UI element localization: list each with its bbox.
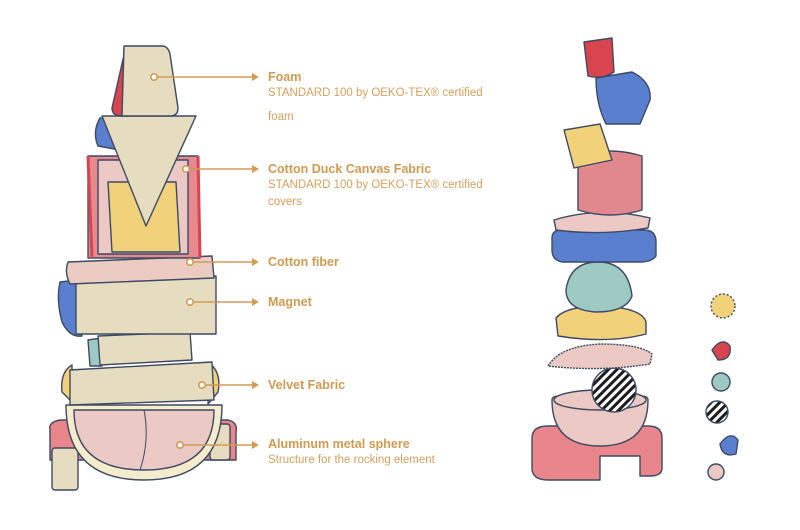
callout-title: Cotton Duck Canvas Fabric <box>268 162 432 176</box>
swatch-light-pink[interactable] <box>707 463 725 481</box>
swatch-teal[interactable] <box>711 372 731 392</box>
callout-desc: covers <box>268 196 302 208</box>
sphere-bowl <box>65 404 223 481</box>
callout-sphere: Aluminum metal sphere Structure for the … <box>268 436 435 469</box>
callout-title: Foam <box>268 70 302 84</box>
callout-title: Velvet Fabric <box>268 378 346 392</box>
tower-blue-cushion <box>551 229 657 263</box>
swatch-stripes[interactable] <box>705 400 729 424</box>
callout-cotton-fiber: Cotton fiber <box>268 254 339 270</box>
top-foam <box>111 45 179 117</box>
swatch-blue[interactable] <box>719 435 739 456</box>
leader-lines <box>154 76 252 446</box>
leader-dots <box>150 73 207 449</box>
leader-arrows <box>252 73 259 449</box>
callout-title: Cotton fiber <box>268 255 339 269</box>
callout-foam: Foam STANDARD 100 by OEKO-TEX® certified… <box>268 69 483 126</box>
callout-desc: Structure for the rocking element <box>268 454 435 466</box>
cotton-fiber-slab <box>65 255 215 285</box>
tower-yellow-cube <box>563 123 613 169</box>
callout-title: Aluminum metal sphere <box>268 437 410 451</box>
tower-fringe-disc <box>547 343 653 370</box>
small-block <box>97 331 193 366</box>
callout-title: Magnet <box>268 295 312 309</box>
callout-desc: STANDARD 100 by OEKO-TEX® certified <box>268 179 483 191</box>
color-swatches <box>705 293 739 481</box>
velvet-block <box>61 361 220 406</box>
callout-desc: foam <box>268 111 294 123</box>
swatch-red[interactable] <box>711 341 731 361</box>
tower-red-cap <box>583 37 615 79</box>
magnet-block <box>57 275 217 337</box>
tower-teal-dome <box>565 261 633 313</box>
swatch-yellow[interactable] <box>710 293 736 319</box>
callout-velvet: Velvet Fabric <box>268 377 345 393</box>
callout-canvas: Cotton Duck Canvas Fabric STANDARD 100 b… <box>268 161 483 211</box>
exploded-tower <box>531 37 663 481</box>
tower-pink-disc <box>553 211 651 234</box>
tower-striped-ball <box>591 367 637 413</box>
tower-blue-wedge <box>595 71 651 125</box>
cutaway-stack <box>49 45 238 491</box>
callout-desc: STANDARD 100 by OEKO-TEX® certified <box>268 87 483 99</box>
callout-magnet: Magnet <box>268 294 312 310</box>
